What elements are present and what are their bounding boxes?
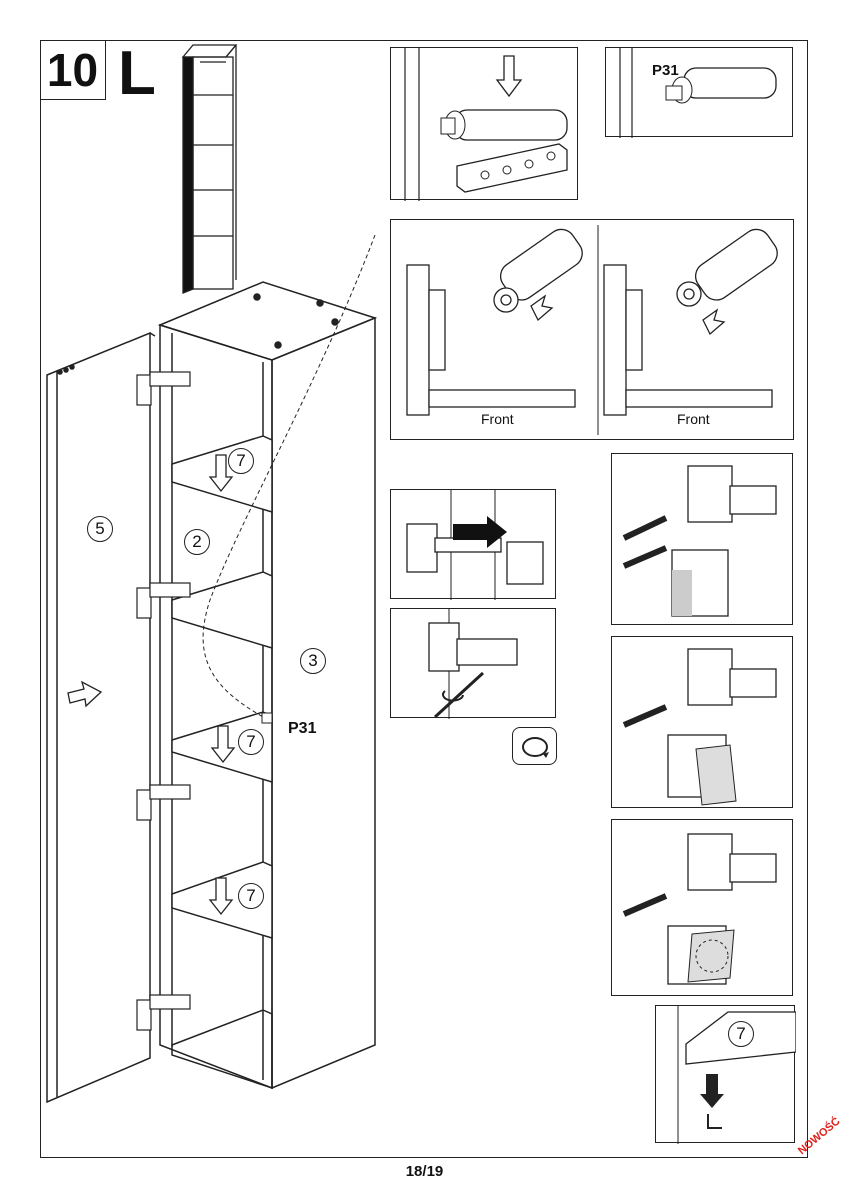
hinge-icon	[406, 490, 544, 600]
cabinet-door	[46, 331, 156, 1104]
rotation-panel: Front Front	[390, 219, 794, 440]
part-code-label: P31	[288, 720, 317, 737]
part-p31-panel: P31	[605, 47, 793, 138]
arrow-down-icon	[208, 454, 236, 916]
shelf-pin-icon	[677, 1006, 796, 1144]
push-opener-panel	[390, 47, 578, 201]
hinge-clip-panel	[390, 489, 556, 600]
step-number: 10	[40, 40, 106, 100]
hinge-screw-panel	[390, 608, 556, 719]
push-opener-icon	[404, 48, 568, 201]
rotate-icon-box	[512, 727, 557, 765]
hinge-icon	[622, 833, 777, 985]
callout-side-left: 2	[184, 529, 210, 555]
hinge-adjust-height-panel	[611, 819, 793, 996]
hinge-icon	[136, 371, 191, 1031]
hinge-adjust-depth-panel	[611, 453, 793, 625]
rotate-icon	[522, 737, 549, 758]
callout-shelf-3: 7	[238, 883, 264, 909]
callout-side-right: 3	[300, 648, 326, 674]
cabinet-thumbnail	[181, 44, 238, 294]
page-frame	[40, 40, 808, 1158]
shelf-pin-panel: 7	[655, 1005, 796, 1144]
callout-shelf-2: 7	[238, 729, 264, 755]
callout-door: 5	[87, 516, 113, 542]
page-number: 18/19	[405, 1163, 444, 1180]
screwdriver-icon	[428, 609, 518, 719]
hinge-icon	[622, 465, 777, 617]
front-label-right: Front	[677, 411, 710, 427]
front-label-left: Front	[481, 411, 514, 427]
push-opener-icon	[619, 48, 777, 138]
part-code: P31	[652, 62, 679, 79]
callout-shelf-1: 7	[228, 448, 254, 474]
hinge-icon	[622, 648, 777, 806]
cabinet-carcass	[157, 281, 378, 1090]
step-variant: L	[118, 39, 156, 108]
callout-shelf-pin: 7	[728, 1021, 754, 1047]
hinge-adjust-side-panel	[611, 636, 793, 808]
